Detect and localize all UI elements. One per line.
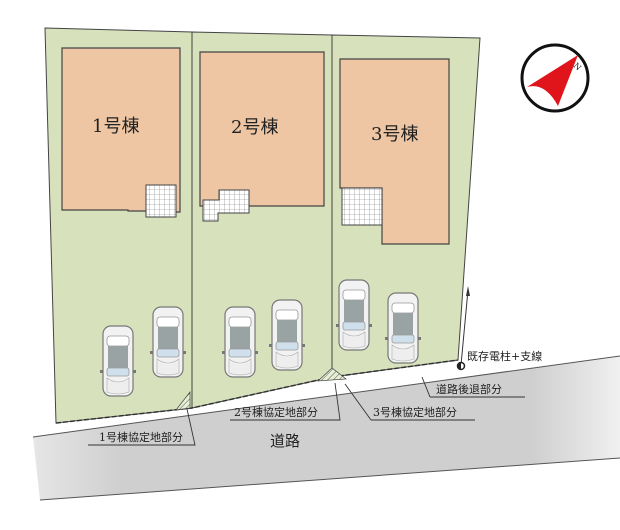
car-icon — [384, 292, 422, 364]
road — [32, 355, 620, 501]
building-1 — [61, 47, 181, 218]
building-3-label: 3号棟 — [371, 124, 419, 145]
car-icon — [221, 306, 259, 378]
road-label: 道路 — [270, 432, 301, 450]
compass-icon: N — [520, 43, 590, 113]
building-2-deck — [202, 189, 250, 222]
building-3 — [339, 58, 450, 245]
building-2 — [199, 51, 325, 222]
building-3-deck — [341, 187, 383, 226]
building-1-label: 1号棟 — [92, 116, 140, 137]
car-icon — [335, 279, 373, 351]
lot3-agreement-label: 3号棟協定地部分 — [373, 406, 457, 419]
lot1-agreement-label: 1号棟協定地部分 — [99, 431, 183, 444]
car-icon — [268, 299, 306, 371]
road-setback-line — [55, 359, 459, 424]
building-2-label: 2号棟 — [231, 117, 279, 138]
building-1-deck — [145, 184, 177, 218]
lot3-agreement-hatch — [317, 367, 347, 382]
utility-pole-icon — [456, 286, 470, 371]
car-icon — [149, 306, 187, 378]
road-setback-label: 道路後退部分 — [436, 383, 502, 396]
leader-lines — [88, 376, 525, 446]
lot2-agreement-label: 2号棟協定地部分 — [234, 406, 318, 419]
car-icon — [99, 325, 137, 397]
lot1-agreement-hatch — [175, 390, 191, 411]
compass-north-label: N — [572, 61, 583, 72]
utility-pole-label: 既存電柱+支線 — [467, 350, 543, 363]
